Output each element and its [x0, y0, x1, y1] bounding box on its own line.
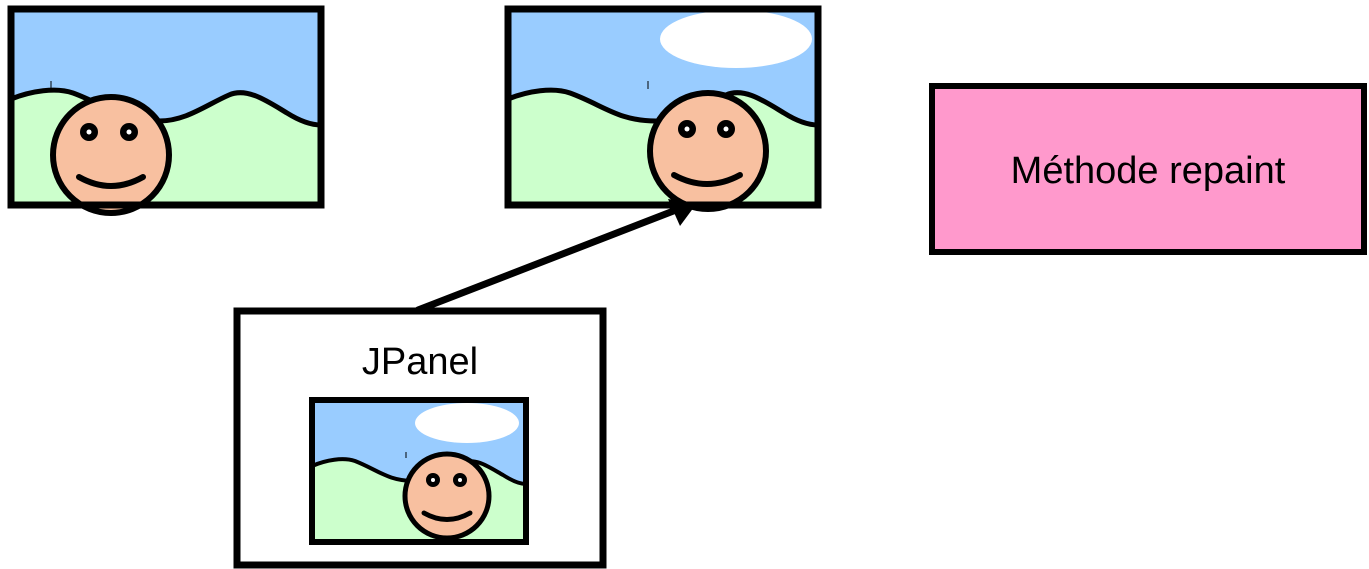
method-repaint-box: Méthode repaint: [929, 83, 1367, 255]
smiley-face-icon: [647, 90, 769, 212]
jpanel-box: JPanel: [233, 307, 607, 569]
method-repaint-label: Méthode repaint: [1011, 150, 1286, 192]
arrow-icon: [414, 199, 697, 314]
cloud-small-icon: [415, 403, 519, 443]
scene-after-icon: [504, 5, 822, 212]
jpanel-label: JPanel: [362, 341, 478, 383]
jpanel-scene-icon: [309, 397, 529, 545]
cloud-icon: [660, 10, 812, 68]
scene-before-icon: [11, 9, 321, 213]
